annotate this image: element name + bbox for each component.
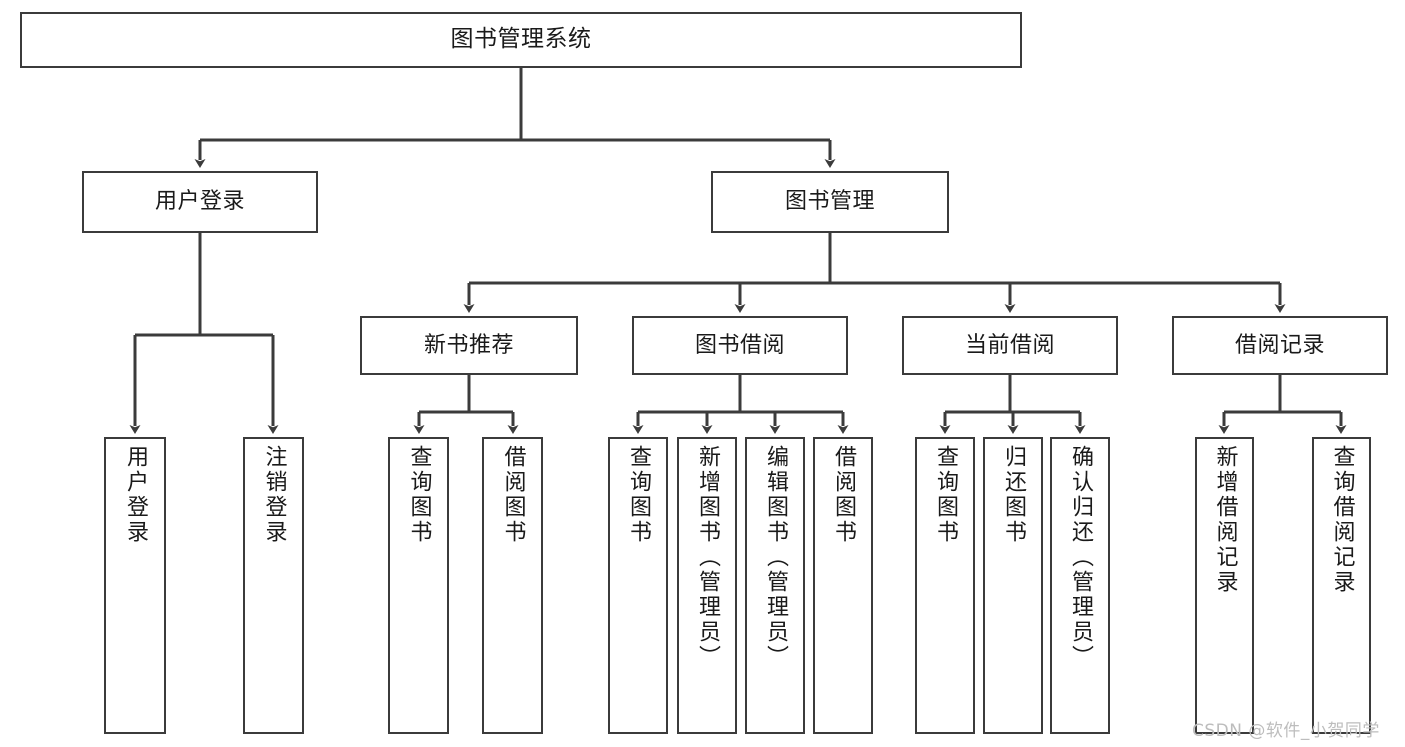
node-label: 新增借阅记录	[1212, 445, 1238, 595]
leaf-query-book-3[interactable]: 查询图书	[915, 437, 975, 734]
node-label: 注销登录	[261, 445, 287, 545]
node-label: 图书管理	[784, 189, 875, 215]
node-book-management[interactable]: 图书管理	[711, 171, 949, 233]
leaf-query-book-2[interactable]: 查询图书	[608, 437, 668, 734]
node-label: 查询借阅记录	[1329, 445, 1355, 595]
leaf-query-book-1[interactable]: 查询图书	[388, 437, 449, 734]
node-label: 借阅图书	[500, 445, 526, 545]
leaf-edit-book[interactable]: 编辑图书（管理员）	[745, 437, 805, 734]
node-label: 归还图书	[1001, 445, 1026, 545]
node-label: 确认归还（管理员）	[1068, 445, 1093, 670]
leaf-logout[interactable]: 注销登录	[243, 437, 304, 734]
node-label: 借阅记录	[1234, 332, 1325, 358]
leaf-borrow-book-1[interactable]: 借阅图书	[482, 437, 543, 734]
node-label: 编辑图书（管理员）	[763, 445, 788, 670]
watermark-credit: CSDN @软件_小贺同学	[1192, 721, 1380, 741]
node-new-book-recommend[interactable]: 新书推荐	[360, 316, 578, 375]
node-label: 借阅图书	[831, 445, 856, 545]
node-label: 用户登录	[154, 189, 245, 215]
node-label: 当前借阅	[964, 332, 1055, 358]
node-label: 图书借阅	[694, 332, 785, 358]
node-root-system[interactable]: 图书管理系统	[20, 12, 1022, 68]
node-user-login[interactable]: 用户登录	[82, 171, 318, 233]
node-label: 查询图书	[626, 445, 651, 545]
node-label: 新书推荐	[423, 332, 514, 358]
node-label: 查询图书	[406, 445, 432, 545]
node-label: 用户登录	[123, 445, 148, 545]
node-label: 查询图书	[933, 445, 958, 545]
node-label: 新增图书（管理员）	[695, 445, 720, 670]
leaf-add-record[interactable]: 新增借阅记录	[1195, 437, 1254, 734]
leaf-confirm-return[interactable]: 确认归还（管理员）	[1050, 437, 1110, 734]
node-current-borrow[interactable]: 当前借阅	[902, 316, 1118, 375]
leaf-return-book[interactable]: 归还图书	[983, 437, 1043, 734]
node-label: 图书管理系统	[450, 26, 592, 53]
leaf-query-record[interactable]: 查询借阅记录	[1312, 437, 1371, 734]
leaf-borrow-book-2[interactable]: 借阅图书	[813, 437, 873, 734]
node-borrow-record[interactable]: 借阅记录	[1172, 316, 1388, 375]
node-book-borrow[interactable]: 图书借阅	[632, 316, 848, 375]
leaf-add-book[interactable]: 新增图书（管理员）	[677, 437, 737, 734]
leaf-user-login[interactable]: 用户登录	[104, 437, 166, 734]
